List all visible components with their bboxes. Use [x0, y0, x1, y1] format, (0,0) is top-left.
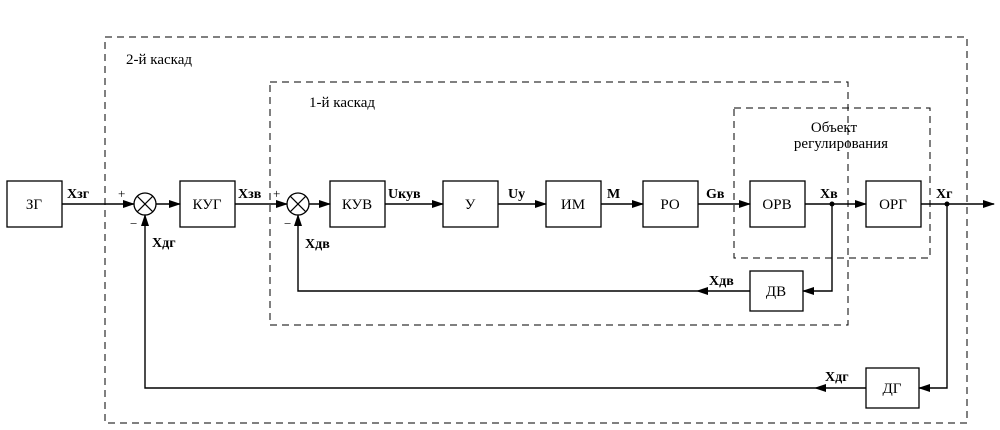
- sign-sum2-minus: −: [284, 216, 291, 231]
- svg-text:КУГ: КУГ: [193, 197, 222, 213]
- outer-cascade-boundary: [104, 36, 968, 424]
- signal-xdv-summing: Хдв: [305, 237, 330, 252]
- svg-text:ИМ: ИМ: [561, 197, 585, 213]
- block-ro: РО: [642, 180, 699, 228]
- sign-sum1-plus: +: [118, 186, 125, 201]
- object-label-line1: Объект: [811, 120, 858, 136]
- signal-xdv-feedback: Хдв: [709, 274, 734, 289]
- xg-to-dg-line: [918, 204, 948, 392]
- signal-xdg-summing: Хдг: [152, 236, 176, 251]
- svg-text:ДГ: ДГ: [883, 381, 902, 397]
- svg-text:ОРВ: ОРВ: [762, 197, 791, 213]
- block-zg: ЗГ: [6, 180, 63, 228]
- signal-ukuv: Uкув: [388, 187, 421, 202]
- svg-text:КУВ: КУВ: [342, 197, 372, 213]
- dg-to-sum1-line: [141, 214, 815, 389]
- block-org: ОРГ: [865, 180, 922, 228]
- summing-junction-outer: [133, 192, 157, 216]
- block-dg: ДГ: [865, 367, 920, 409]
- sign-sum1-minus: −: [130, 216, 137, 231]
- block-orv: ОРВ: [749, 180, 806, 228]
- signal-xv: Хв: [820, 187, 838, 202]
- signal-gv: Gв: [706, 187, 725, 202]
- signal-m: М: [607, 187, 620, 202]
- svg-text:У: У: [465, 197, 476, 213]
- sign-sum2-plus: +: [273, 186, 280, 201]
- block-kug: КУГ: [179, 180, 236, 228]
- signal-xg: Хг: [936, 187, 952, 202]
- inner-cascade-label: 1-й каскад: [309, 95, 375, 111]
- block-dv: ДВ: [749, 270, 804, 312]
- svg-text:ЗГ: ЗГ: [26, 197, 43, 213]
- svg-text:ДВ: ДВ: [766, 284, 786, 300]
- svg-text:РО: РО: [660, 197, 680, 213]
- signal-xzv: Хзв: [238, 187, 262, 202]
- dv-to-sum2-line: [294, 214, 697, 292]
- summing-junction-inner: [286, 192, 310, 216]
- xv-to-dv-line: [802, 204, 833, 295]
- block-im: ИМ: [545, 180, 602, 228]
- outer-cascade-label: 2-й каскад: [126, 52, 192, 68]
- object-label-line2: регулирования: [794, 136, 888, 152]
- signal-uy: Uу: [508, 187, 525, 202]
- block-kuv: КУВ: [329, 180, 386, 228]
- svg-text:ОРГ: ОРГ: [879, 197, 907, 213]
- block-u: У: [442, 180, 499, 228]
- signal-xdg-feedback: Хдг: [825, 370, 849, 385]
- signal-xzg: Хзг: [67, 187, 89, 202]
